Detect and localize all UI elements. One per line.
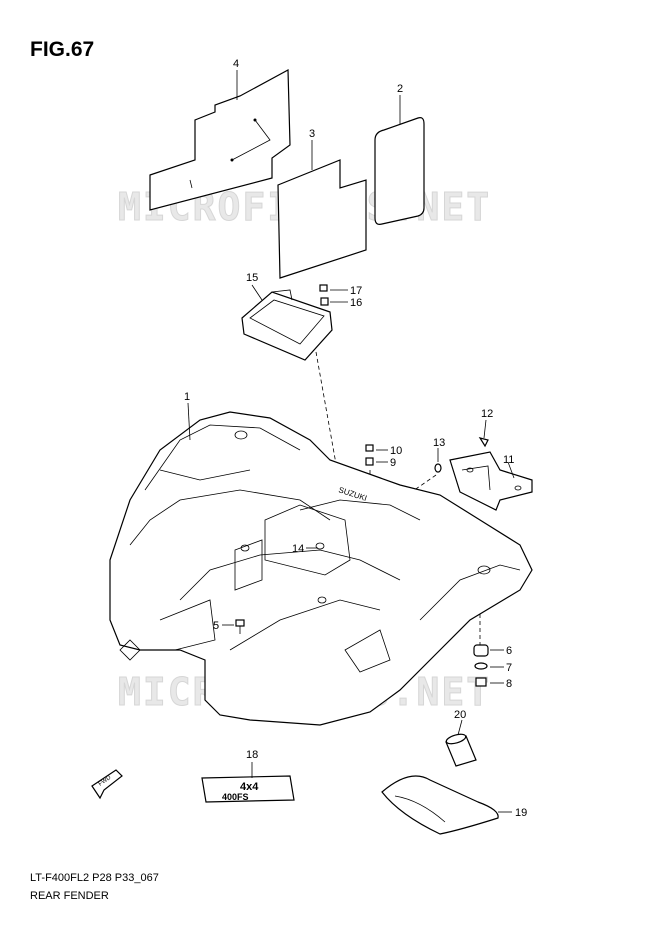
callout-14: 14 (292, 543, 304, 555)
part-3-decal (277, 140, 367, 279)
callout-18: 18 (246, 749, 258, 761)
part-11-bracket (449, 451, 533, 511)
fwd-arrow-icon: FWD (91, 769, 123, 800)
part-6-grommet (473, 644, 504, 657)
part-8-nut (475, 677, 504, 687)
emblem-bottom-text: 400FS (222, 792, 249, 802)
figure-title: FIG.67 (30, 38, 95, 61)
figure-name: REAR FENDER (30, 890, 109, 902)
callout-17: 17 (350, 285, 362, 297)
callout-15: 15 (246, 272, 258, 284)
part-4-decal (149, 69, 291, 211)
callout-11: 11 (503, 454, 514, 466)
callout-1: 1 (184, 391, 190, 403)
callout-8: 8 (506, 678, 512, 690)
figure-code: LT-F400FL2 P28 P33_067 (30, 872, 159, 884)
callout-19: 19 (515, 807, 527, 819)
part-13-clip (434, 448, 442, 473)
callout-16: 16 (350, 297, 362, 309)
part-1-rear-fender: SUZUKI (109, 402, 533, 726)
part-16-nut (320, 297, 348, 306)
callout-9: 9 (390, 457, 396, 469)
emblem-top-text: 4x4 (240, 781, 259, 793)
part-5-bolt (222, 619, 245, 634)
part-9-nut (365, 457, 388, 466)
callout-12: 12 (481, 408, 493, 420)
part-19-cover (381, 775, 512, 835)
callout-4: 4 (233, 58, 239, 70)
part-12-screw (478, 419, 489, 448)
callout-10: 10 (390, 445, 402, 457)
part-15-box (241, 284, 333, 361)
part-18-emblem: 4x4 400FS (201, 762, 295, 803)
part-7-washer (474, 662, 504, 670)
callout-20: 20 (454, 709, 466, 721)
part-20-spacer (445, 719, 477, 767)
callout-6: 6 (506, 645, 512, 657)
part-2-decal (374, 95, 425, 225)
part-17-bolt (319, 284, 348, 292)
callout-13: 13 (433, 437, 445, 449)
part-10-bolt (365, 444, 388, 452)
callout-2: 2 (397, 83, 403, 95)
callout-5: 5 (213, 620, 219, 632)
callout-7: 7 (506, 662, 512, 674)
callout-3: 3 (309, 128, 315, 140)
